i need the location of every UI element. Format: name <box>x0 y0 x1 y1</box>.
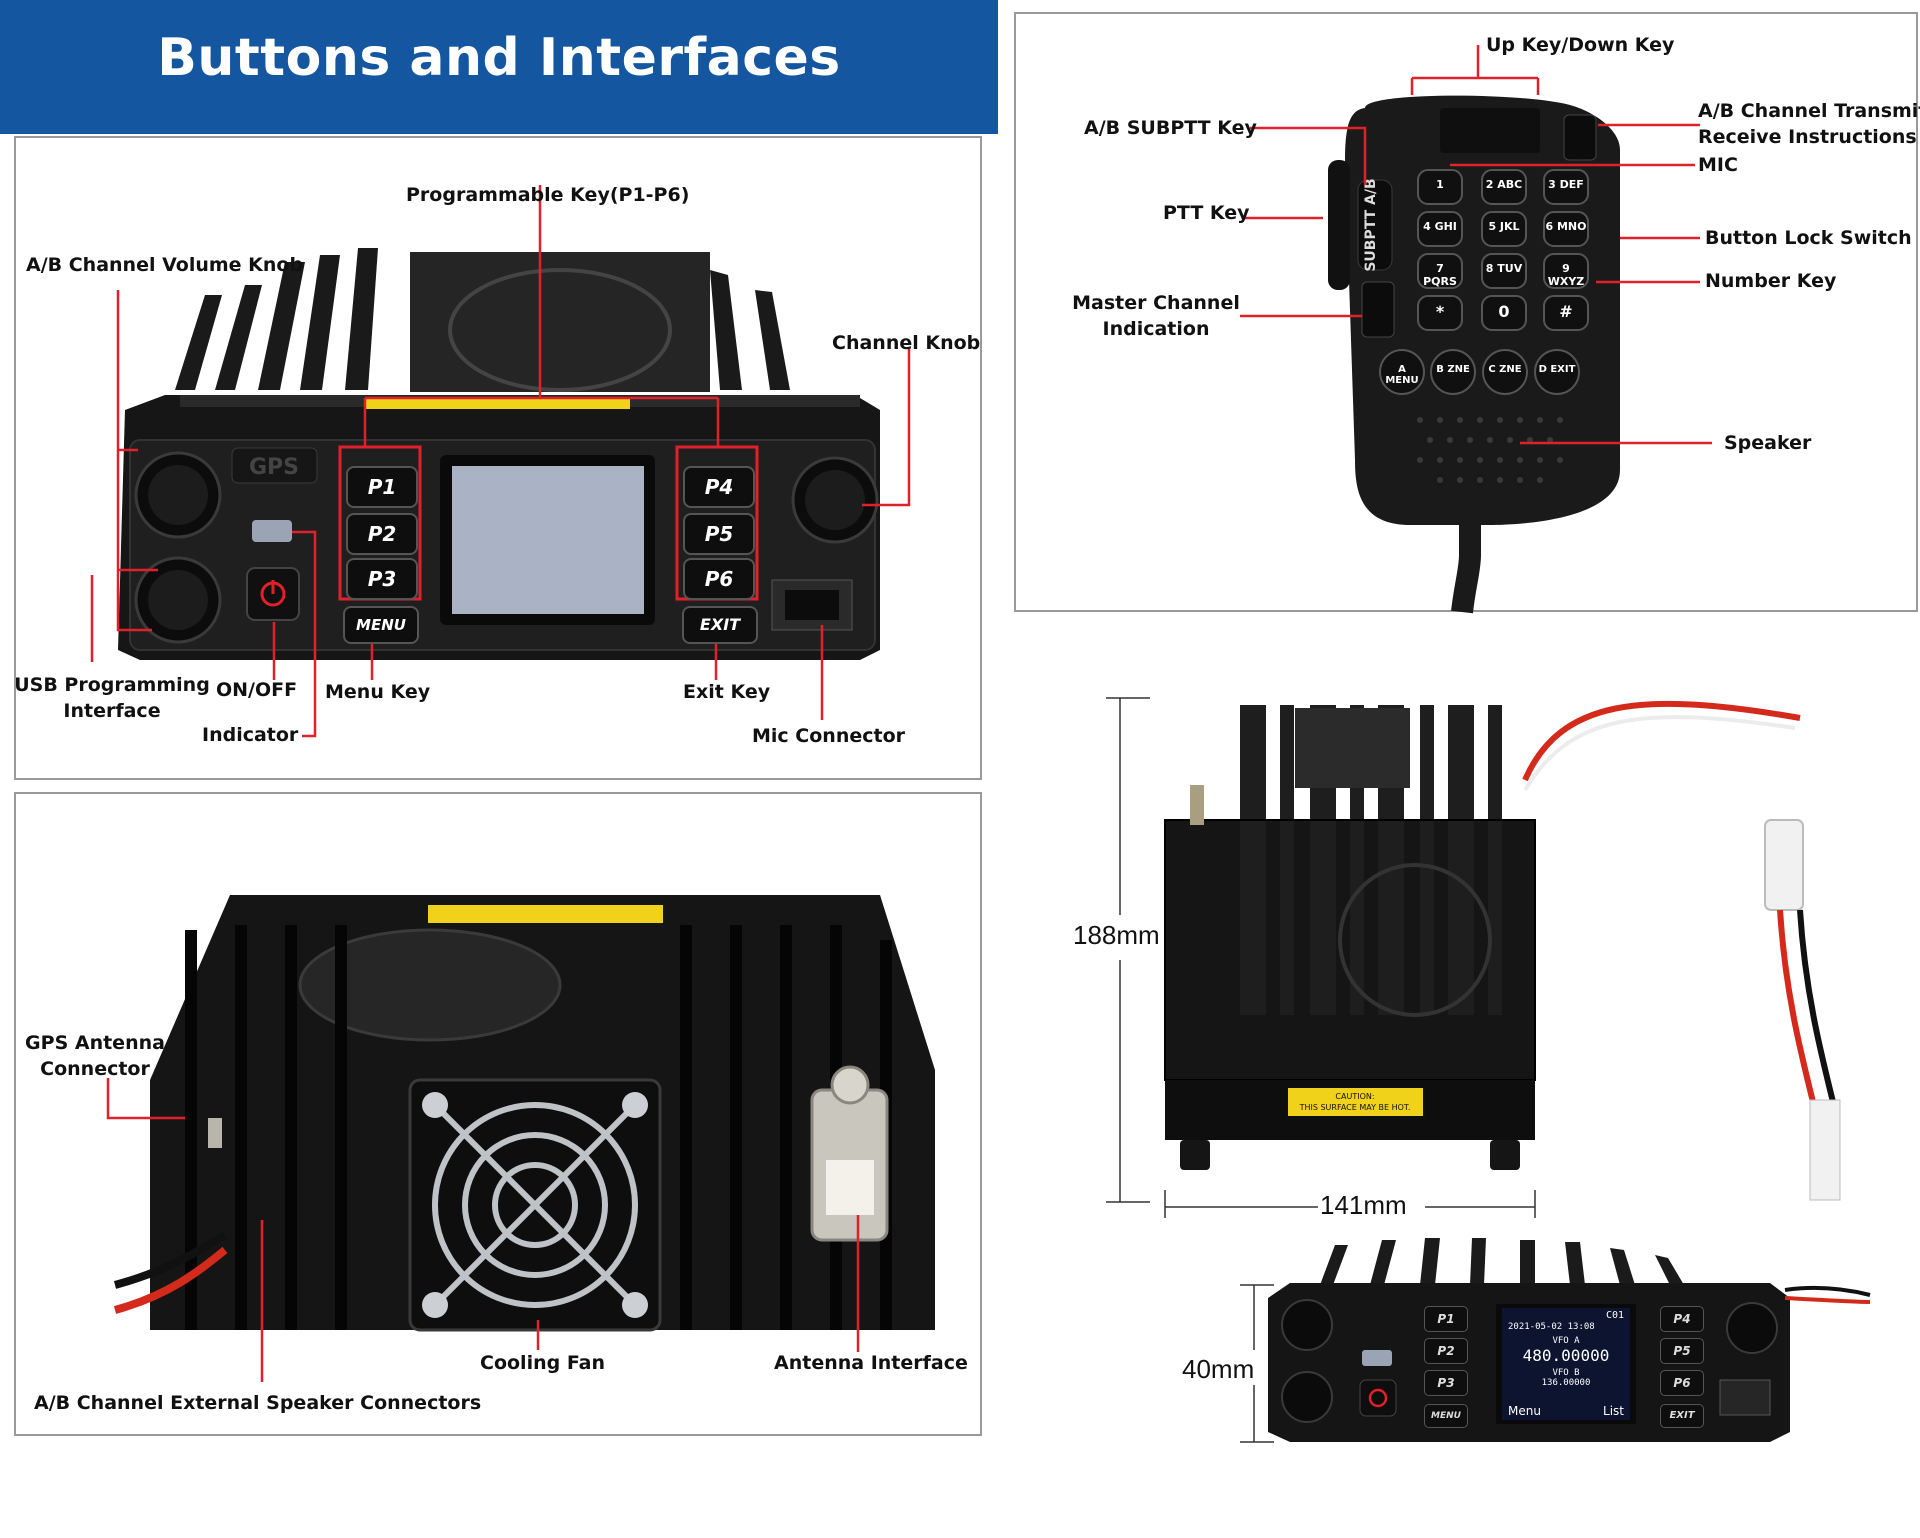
label-mic: MIC <box>1698 154 1738 176</box>
label-transmit-line1: A/B Channel Transmit <box>1698 100 1920 122</box>
key-b: B ZNE <box>1436 364 1470 375</box>
key-star: * <box>1435 302 1445 321</box>
screen-vfo-a: VFO A <box>1552 1336 1580 1346</box>
key-5: 5 JKL <box>1488 220 1520 233</box>
speaker-grille <box>1417 417 1563 483</box>
label-subptt-key: A/B SUBPTT Key <box>1084 117 1257 139</box>
label-on-off: ON/OFF <box>216 679 298 701</box>
screen-freq-b: 136.00000 <box>1541 1378 1591 1388</box>
key-6: 6 MNO <box>1545 220 1587 233</box>
key-p2: P2 <box>346 513 418 555</box>
screen-date: 2021-05-02 13:08 <box>1508 1322 1595 1332</box>
key-p6: P6 <box>683 558 755 600</box>
key-d: D EXIT <box>1538 364 1576 375</box>
small-screen: C01 2021-05-02 13:08 VFO A 480.00000 VFO… <box>1502 1308 1630 1420</box>
subptt-key-text: SUBPTT A/B <box>1363 178 1379 271</box>
label-gps-antenna: GPS Antenna Connector <box>20 1030 170 1082</box>
key-hash: # <box>1559 302 1573 321</box>
dimension-depth: 40mm <box>1182 1354 1255 1384</box>
small-key-p2: P2 <box>1424 1338 1468 1364</box>
label-gps-line2: Connector <box>40 1058 150 1080</box>
key-exit: EXIT <box>682 606 758 644</box>
label-cooling-fan: Cooling Fan <box>480 1352 606 1374</box>
label-menu-key: Menu Key <box>325 681 431 703</box>
screen-channel: C01 <box>1605 1310 1624 1321</box>
dimension-width: 141mm <box>1320 1190 1407 1220</box>
key-3: 3 DEF <box>1548 178 1584 191</box>
label-exit-key: Exit Key <box>683 681 771 703</box>
label-mic-connector: Mic Connector <box>752 725 906 747</box>
label-programmable-key: Programmable Key(P1-P6) <box>406 184 690 206</box>
key-0: 0 <box>1498 302 1510 321</box>
small-key-p4: P4 <box>1660 1306 1704 1332</box>
key-7: 7 PQRS <box>1423 262 1457 288</box>
key-2: 2 ABC <box>1485 178 1523 191</box>
key-8: 8 TUV <box>1485 262 1523 275</box>
small-front-fins <box>1320 1238 1684 1285</box>
small-key-p1: P1 <box>1424 1306 1468 1332</box>
key-p5: P5 <box>683 513 755 555</box>
key-p4: P4 <box>683 466 755 508</box>
label-ptt-key: PTT Key <box>1163 202 1250 224</box>
label-gps-line1: GPS Antenna <box>25 1032 165 1054</box>
label-speaker: Speaker <box>1724 432 1812 454</box>
key-9: 9 WXYZ <box>1547 262 1585 288</box>
label-indicator: Indicator <box>202 724 299 746</box>
label-button-lock: Button Lock Switch <box>1705 227 1912 249</box>
key-menu: MENU <box>343 606 419 644</box>
screen-menu: Menu <box>1508 1404 1541 1418</box>
label-master-line1: Master Channel <box>1072 292 1240 314</box>
page-title: Buttons and Interfaces <box>157 28 841 88</box>
key-4: 4 GHI <box>1423 220 1457 233</box>
label-volume-knob: A/B Channel Volume Knob <box>26 254 304 276</box>
caution-line2-text: THIS SURFACE MAY BE HOT. <box>1299 1103 1411 1112</box>
small-key-p6: P6 <box>1660 1370 1704 1396</box>
key-a: A MENU <box>1385 364 1419 386</box>
label-master-line2: Indication <box>1102 318 1210 340</box>
key-p3: P3 <box>346 558 418 600</box>
key-1: 1 <box>1436 178 1444 191</box>
screen-vfo-b: VFO B <box>1552 1368 1580 1378</box>
label-transmit-line2: Receive Instructions <box>1698 126 1917 148</box>
label-channel-knob: Channel Knob <box>832 332 981 354</box>
dimension-height: 188mm <box>1073 920 1160 950</box>
small-key-exit: EXIT <box>1660 1404 1704 1428</box>
small-key-p5: P5 <box>1660 1338 1704 1364</box>
label-usb-line2: Interface <box>63 700 161 722</box>
small-key-p3: P3 <box>1424 1370 1468 1396</box>
small-key-menu: MENU <box>1424 1404 1468 1428</box>
key-c: C ZNE <box>1488 364 1522 375</box>
brand-gps-text: GPS <box>249 455 299 480</box>
header-banner: Buttons and Interfaces <box>0 0 998 134</box>
caution-line1-text: CAUTION: <box>1335 1092 1374 1101</box>
label-master-channel: Master Channel Indication <box>1070 290 1242 342</box>
label-usb-line1: USB Programming <box>14 674 210 696</box>
label-usb-programming: USB Programming Interface <box>14 672 210 724</box>
label-transmit-receive: A/B Channel Transmit Receive Instruction… <box>1698 98 1920 150</box>
label-antenna-interface: Antenna Interface <box>774 1352 968 1374</box>
rear-fin-gaps <box>185 925 892 1330</box>
key-p1: P1 <box>346 466 418 508</box>
label-speaker-connectors: A/B Channel External Speaker Connectors <box>34 1392 482 1414</box>
screen-freq-a: 480.00000 <box>1522 1346 1610 1365</box>
mic-keypad <box>1379 169 1589 395</box>
label-number-key: Number Key <box>1705 270 1837 292</box>
label-up-down-key: Up Key/Down Key <box>1486 34 1675 56</box>
screen-list: List <box>1603 1404 1624 1418</box>
